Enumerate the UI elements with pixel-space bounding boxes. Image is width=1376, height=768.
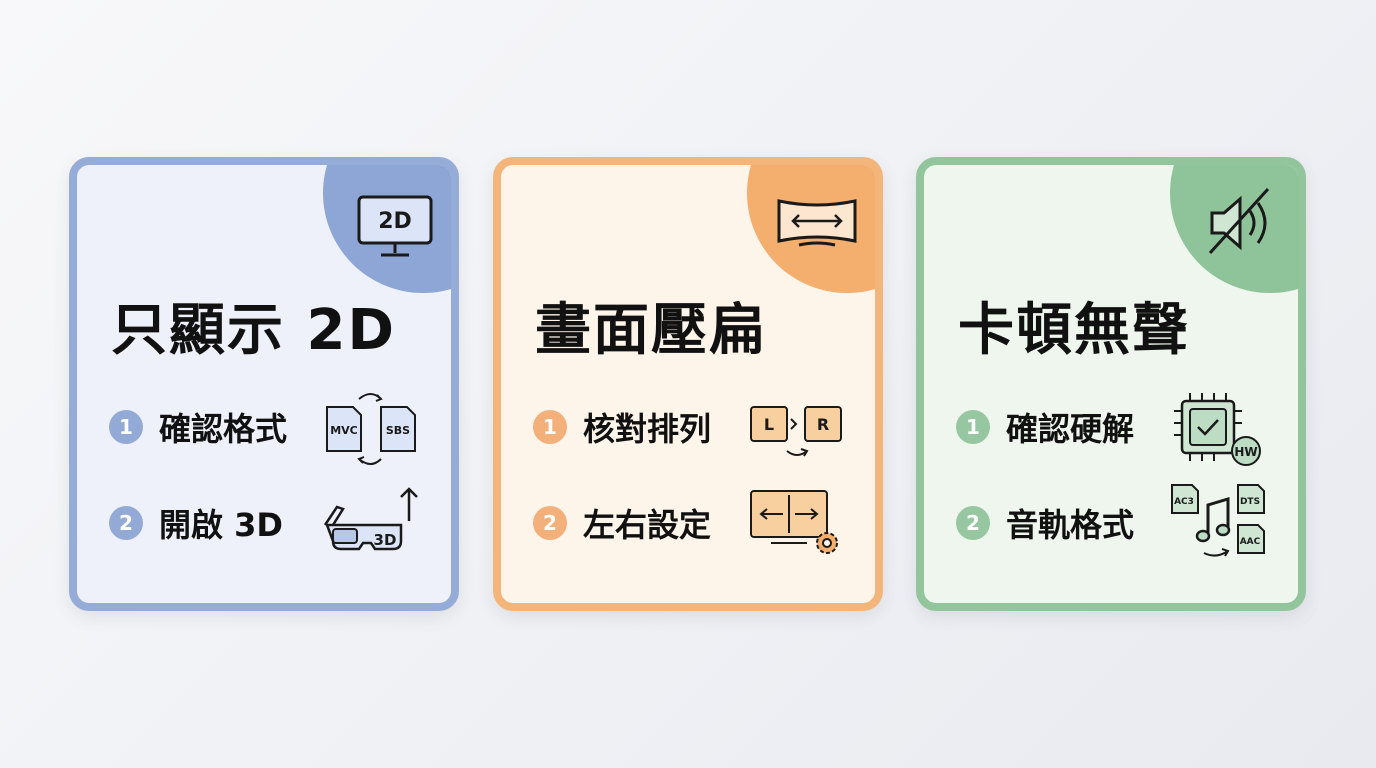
svg-text:SBS: SBS xyxy=(386,424,410,437)
card-title: 畫面壓扁 xyxy=(535,298,767,363)
svg-text:L: L xyxy=(764,415,774,434)
svg-text:MVC: MVC xyxy=(330,424,358,437)
step-1: 1 確認硬解 xyxy=(956,405,1134,449)
step-label: 確認格式 xyxy=(159,410,288,448)
hardware-decode-chip-icon: HW xyxy=(1174,393,1261,466)
card-lag-no-sound: 卡頓無聲 1 確認硬解 HW 2 音軌格式 AC3 DTS AAC xyxy=(916,157,1306,611)
step-label: 確認硬解 xyxy=(1006,410,1135,448)
step-number: 2 xyxy=(109,506,143,540)
step-number: 2 xyxy=(533,506,567,540)
step-number: 1 xyxy=(109,410,143,444)
step-label: 核對排列 xyxy=(583,410,712,448)
2d-monitor-icon: 2D xyxy=(357,195,433,257)
step-1: 1 確認格式 xyxy=(109,405,287,449)
step-2: 2 開啟 3D xyxy=(109,501,283,545)
card-title: 只顯示 2D xyxy=(111,298,396,363)
left-right-order-icon: L R xyxy=(750,406,842,457)
svg-text:DTS: DTS xyxy=(1240,497,1260,507)
step-label: 音軌格式 xyxy=(1006,506,1135,544)
step-number: 1 xyxy=(956,410,990,444)
split-screen-settings-icon xyxy=(750,490,838,554)
card-squished-picture: 畫面壓扁 1 核對排列 L R 2 左右設定 xyxy=(493,157,883,611)
card-title: 卡頓無聲 xyxy=(958,298,1190,363)
svg-text:AC3: AC3 xyxy=(1174,497,1194,507)
svg-text:3D: 3D xyxy=(374,531,397,549)
muted-speaker-icon xyxy=(1208,187,1270,255)
step-number: 2 xyxy=(956,506,990,540)
audio-track-formats-icon: AC3 DTS AAC xyxy=(1171,484,1265,557)
step-label: 開啟 3D xyxy=(159,506,283,544)
card-2d-only: 2D 只顯示 2D 1 確認格式 MVC SBS 2 開啟 3D 3D xyxy=(69,157,459,611)
step-2: 2 左右設定 xyxy=(533,501,711,545)
step-1: 1 核對排列 xyxy=(533,405,711,449)
3d-glasses-icon: 3D xyxy=(323,487,418,551)
step-label: 左右設定 xyxy=(583,506,712,544)
step-2: 2 音軌格式 xyxy=(956,501,1134,545)
stretched-screen-icon xyxy=(777,199,857,247)
step-number: 1 xyxy=(533,410,567,444)
svg-text:AAC: AAC xyxy=(1240,537,1261,547)
mvc-sbs-swap-icon: MVC SBS xyxy=(326,393,416,465)
svg-text:HW: HW xyxy=(1234,445,1257,459)
corner-text: 2D xyxy=(378,209,412,234)
svg-text:R: R xyxy=(817,415,829,434)
